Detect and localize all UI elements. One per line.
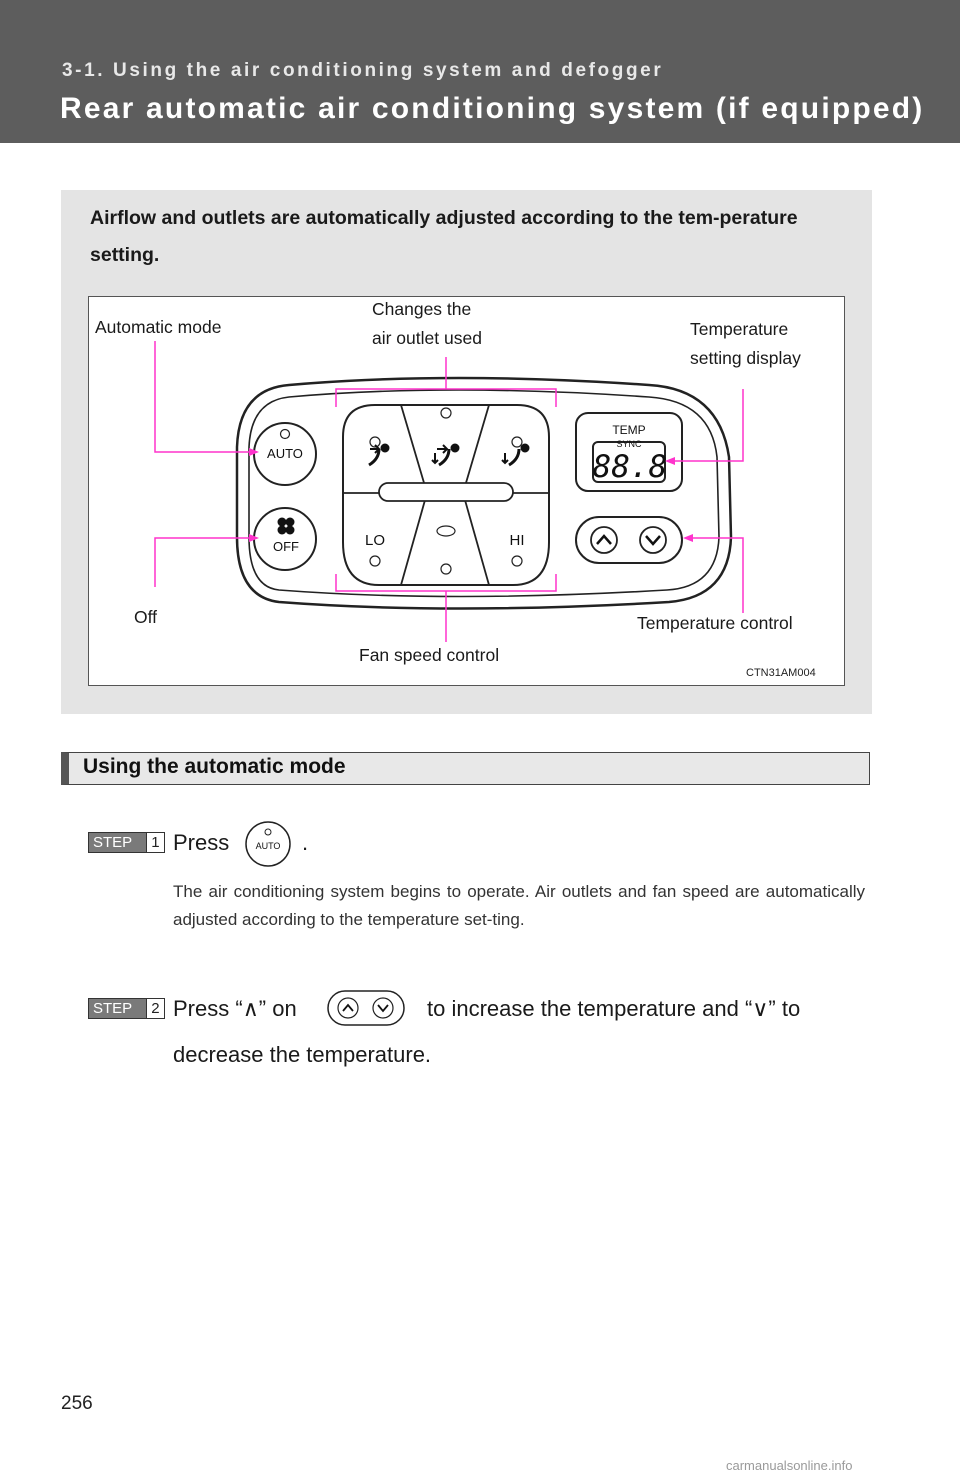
callout-temp-display-line1: Temperature (690, 319, 789, 339)
step-2-press-text: Press “ (173, 996, 243, 1021)
section-heading-text: Using the automatic mode (83, 755, 346, 778)
up-symbol: ∧ (242, 996, 259, 1021)
page-title: Rear automatic air conditioning system (… (60, 92, 925, 125)
step-2-increase-text: to increase the temperature and “ (427, 996, 753, 1021)
inline-temp-control-icon (327, 990, 405, 1026)
step-2-word: STEP (93, 1000, 133, 1017)
step-1-word: STEP (93, 834, 133, 851)
callout-temp-display-line2: setting display (690, 348, 801, 368)
temp-label: TEMP (612, 423, 645, 437)
bi-level-mode-icon[interactable] (431, 443, 460, 467)
step-2-badge: STEP 2 (88, 998, 165, 1019)
callout-changes-outlet-line1: Changes the (372, 299, 472, 319)
control-panel-figure: AUTO OFF (88, 296, 845, 686)
temp-down-button[interactable] (639, 526, 667, 554)
inline-auto-label: AUTO (256, 841, 281, 851)
step-1-period: . (302, 830, 309, 855)
fan-hi-label: HI (510, 532, 525, 549)
foot-mode-icon[interactable] (501, 443, 530, 467)
step-1-detail: The air conditioning system begins to op… (173, 882, 865, 929)
section-label: 3-1. Using the air conditioning system a… (62, 60, 664, 81)
inline-auto-button-icon: AUTO (245, 821, 291, 867)
face-mode-icon[interactable] (368, 443, 390, 467)
step-2-line2: decrease the temperature. (173, 1042, 432, 1067)
temp-up-button[interactable] (590, 526, 618, 554)
page-header: 3-1. Using the air conditioning system a… (0, 0, 960, 143)
section-heading: Using the automatic mode (61, 752, 870, 785)
step-2-line1-a: Press “∧” on (173, 996, 297, 1022)
callout-lines (154, 341, 744, 642)
step-1-number: 1 (145, 833, 164, 852)
step-2-to-text: ” to (768, 996, 801, 1021)
step-1-badge: STEP 1 (88, 832, 165, 853)
callout-fan-speed: Fan speed control (359, 645, 500, 665)
step-2-line1-c: to increase the temperature and “∨” to (427, 996, 800, 1022)
step-1-press: Press (173, 830, 230, 855)
temperature-control[interactable] (575, 516, 683, 564)
callout-temp-control: Temperature control (637, 613, 793, 633)
inline-chevron-up-icon (342, 1003, 354, 1012)
chevron-up-icon (596, 534, 612, 545)
down-symbol: ∨ (752, 996, 769, 1021)
temperature-display: TEMP SYNC 88.8 (575, 412, 683, 492)
callout-changes-outlet-line2: air outlet used (372, 328, 482, 348)
chevron-down-icon (645, 535, 661, 546)
control-panel-illustration: AUTO OFF (154, 341, 744, 642)
step-2-number: 2 (145, 999, 164, 1018)
figure-code: CTN31AM004 (746, 667, 816, 679)
sync-label: SYNC (616, 439, 642, 449)
inline-chevron-down-icon (377, 1004, 389, 1013)
page-number: 256 (61, 1393, 93, 1414)
off-button[interactable]: OFF (253, 507, 317, 571)
fan-icon (277, 517, 295, 535)
temp-display-value: 88.8 (593, 449, 668, 485)
auto-button-label: AUTO (267, 446, 303, 461)
callout-automatic-mode: Automatic mode (95, 317, 222, 337)
indicator-lights (369, 407, 523, 575)
callout-off: Off (134, 607, 158, 627)
step-2-on-text: ” on (258, 996, 297, 1021)
off-button-label: OFF (273, 539, 299, 554)
watermark: carmanualsonline.info (726, 1458, 853, 1473)
auto-button[interactable]: AUTO (253, 422, 317, 486)
fan-lo-label: LO (365, 532, 385, 549)
mode-fan-block (342, 404, 550, 586)
intro-text: Airflow and outlets are automatically ad… (90, 207, 798, 266)
